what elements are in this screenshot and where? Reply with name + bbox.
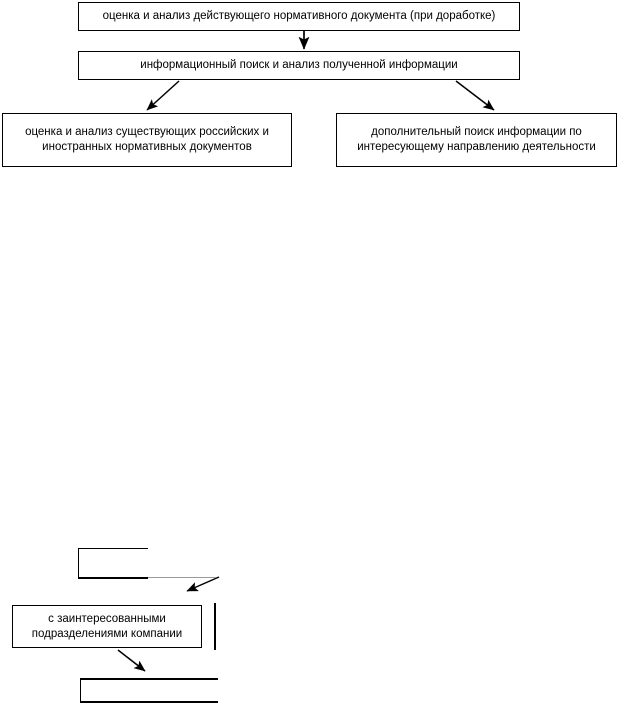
vertical-line-fragment bbox=[214, 603, 216, 650]
fragment-left-edge bbox=[78, 548, 79, 578]
connector-fragment-to-n5 bbox=[186, 576, 220, 592]
process-box-information-search[interactable]: информационный поиск и анализ полученной… bbox=[78, 51, 520, 80]
process-box-label: с заинтересованными подразделениями комп… bbox=[31, 612, 183, 640]
process-box-assessment-current-document[interactable]: оценка и анализ действующего нормативног… bbox=[78, 2, 520, 31]
fragment-bottom-edge bbox=[78, 577, 148, 579]
connector-n5-to-fragment bbox=[117, 649, 146, 672]
clipped-box-bottom-fragment bbox=[80, 678, 218, 703]
fragment-bottom-edge-extension bbox=[148, 577, 216, 578]
process-box-label: оценка и анализ действующего нормативног… bbox=[102, 10, 496, 22]
connector-n2-to-n3 bbox=[146, 80, 180, 111]
process-box-assessment-existing-documents[interactable]: оценка и анализ существующих российских … bbox=[2, 113, 292, 167]
process-box-label: информационный поиск и анализ полученной… bbox=[140, 59, 458, 71]
fragment-bottom-edge bbox=[80, 701, 218, 703]
fragment-left-edge bbox=[80, 678, 81, 702]
fragment-top-edge bbox=[80, 678, 218, 680]
connector-n2-to-n4 bbox=[455, 80, 495, 111]
process-box-interested-departments[interactable]: с заинтересованными подразделениями комп… bbox=[12, 605, 202, 648]
clipped-box-top-fragment bbox=[78, 548, 148, 579]
process-box-label: дополнительный поиск информации по интер… bbox=[357, 126, 596, 153]
process-box-label: оценка и анализ существующих российских … bbox=[25, 126, 269, 153]
fragment-top-edge bbox=[78, 548, 148, 549]
process-box-additional-search[interactable]: дополнительный поиск информации по интер… bbox=[336, 113, 617, 167]
